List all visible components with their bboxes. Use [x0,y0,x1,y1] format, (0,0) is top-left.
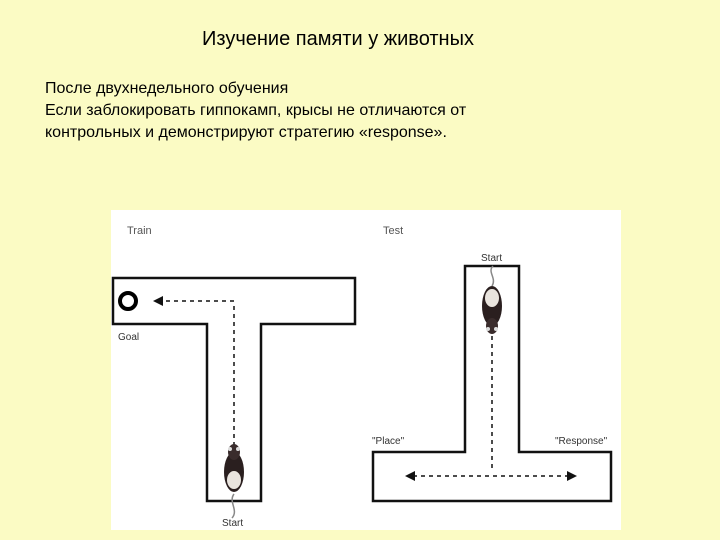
body-line-3: контрольных и демонстрируют стратегию «r… [45,124,447,141]
place-label: "Place" [372,436,405,447]
response-label: "Response" [555,436,608,447]
t-maze-figure: Train Goal Start Test Start [111,210,621,530]
test-maze-outline [371,264,613,503]
train-arrow-icon [153,296,163,306]
test-rat-icon [482,265,502,334]
test-arrow-left-icon [405,471,415,481]
goal-label: Goal [118,332,139,343]
t-maze-diagram: Train Goal Start Test Start [111,225,613,529]
test-start-label: Start [481,253,502,264]
train-maze-outline [111,276,357,503]
train-header: Train [127,225,152,237]
test-arrow-right-icon [567,471,577,481]
slide-body: После двухнедельного обучения Если забло… [45,78,665,144]
body-line-1: После двухнедельного обучения [45,80,289,97]
goal-marker-icon [118,291,138,311]
body-line-2: Если заблокировать гиппокамп, крысы не о… [45,102,467,119]
train-start-label: Start [222,518,243,529]
test-header: Test [383,225,403,237]
train-rat-icon [224,444,244,519]
slide-title: Изучение памяти у животных [202,28,474,50]
